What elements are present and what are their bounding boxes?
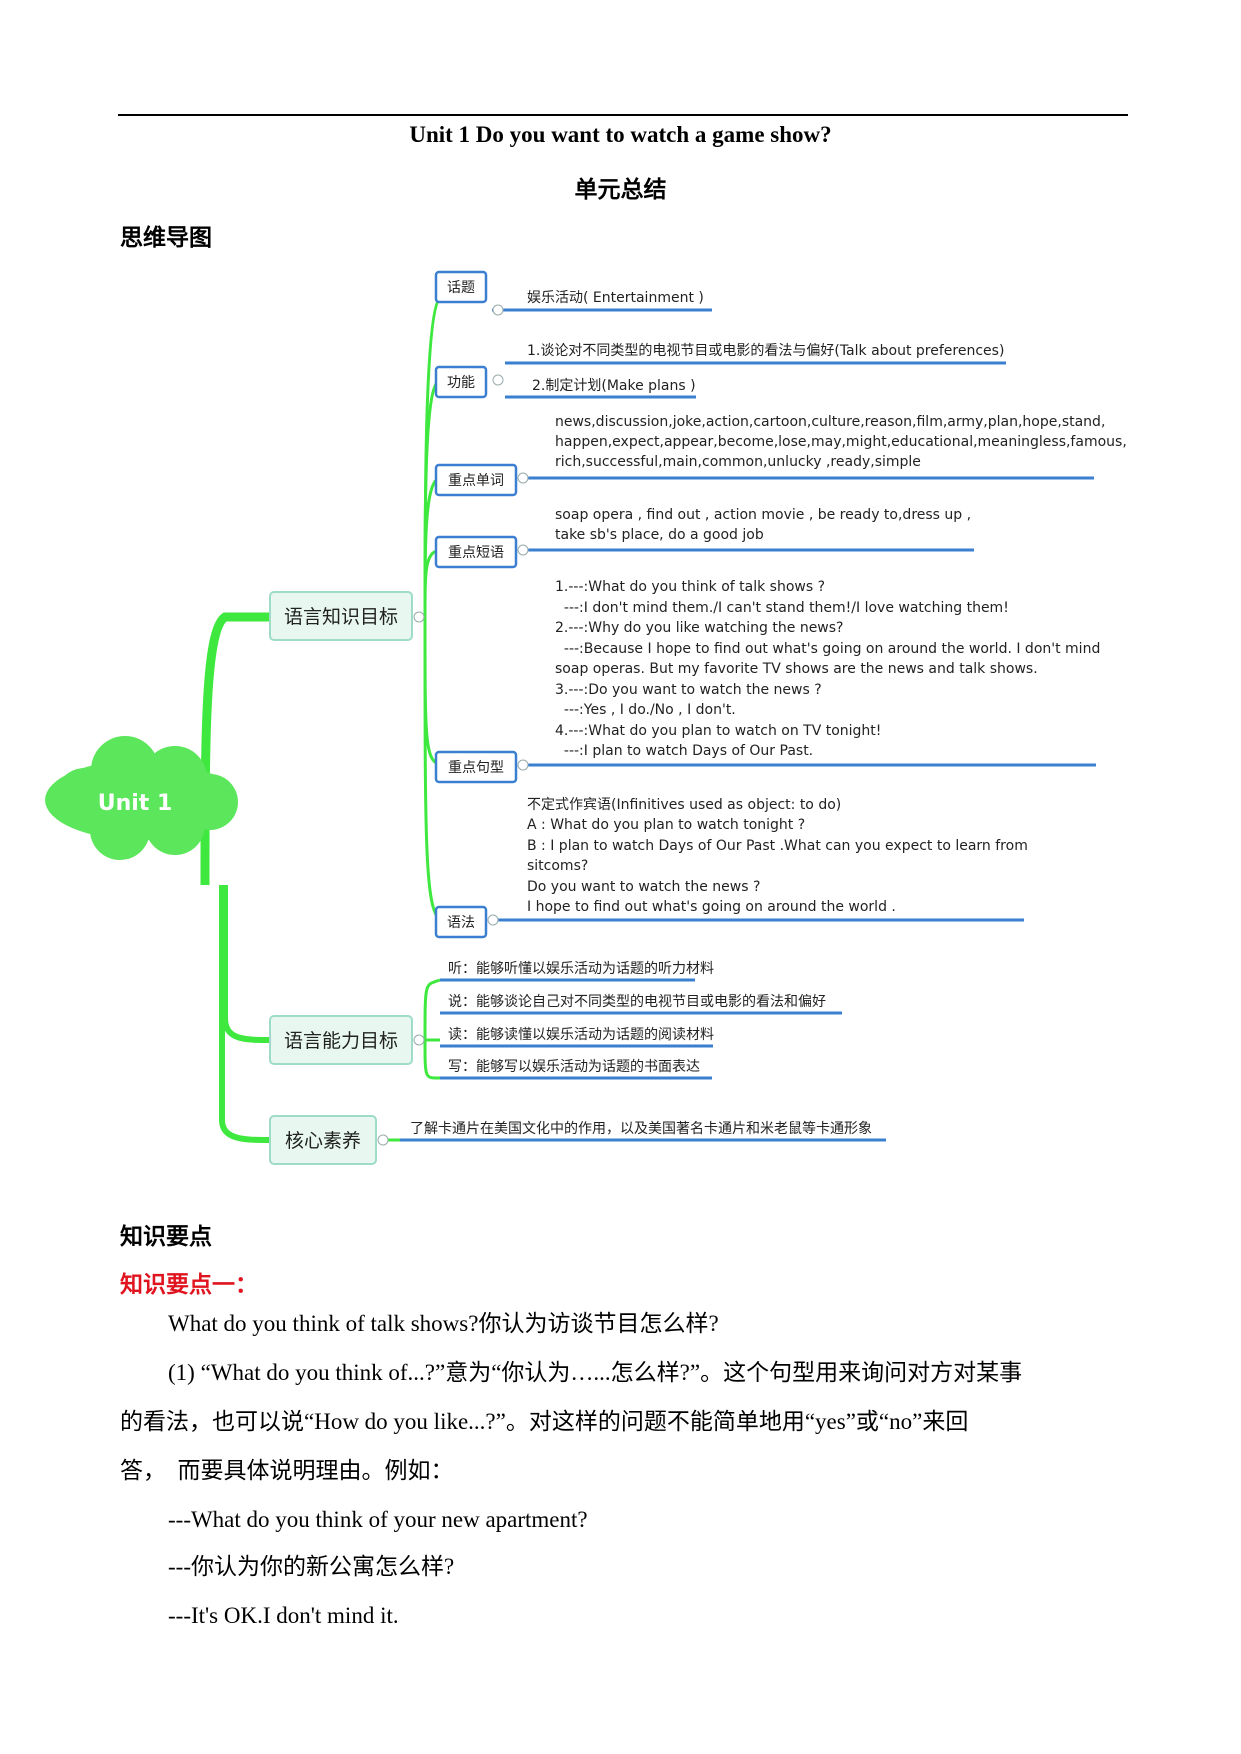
mind-map: Unit 1 语言知识目标 语言能力目标 核心素养 话题 功能 重点单词 重点短… (45, 270, 1127, 1165)
phrases-text-2: take sb's place, do a good job (555, 527, 764, 543)
example-line2: ---你认为你的新公寓怎么样? (168, 1554, 455, 1579)
grammar-text-5: Do you want to watch the news ? (527, 879, 760, 895)
sentences-text-9: ---:I plan to watch Days of Our Past. (555, 743, 813, 759)
sentences-text-3: 2.---:Why do you like watching the news? (555, 620, 843, 636)
root-cloud: Unit 1 (45, 736, 238, 860)
example-line1: ---What do you think of your new apartme… (168, 1507, 588, 1532)
sentences-text-6: 3.---:Do you want to watch the news ? (555, 682, 822, 698)
para1-line2: 的看法，也可以说“How do you like...?”。对这样的问题不能简单… (120, 1409, 969, 1434)
sentences-text-8: 4.---:What do you plan to watch on TV to… (555, 723, 881, 739)
sentences-text-2: ---:I don't mind them./I can't stand the… (555, 600, 1009, 616)
function-text-1: 1.谈论对不同类型的电视节目或电影的看法与偏好(Talk about prefe… (527, 343, 1004, 359)
node-topic-label: 话题 (447, 280, 475, 296)
node-topic-box (434, 270, 488, 304)
point1-heading: 知识要点一： (120, 1272, 258, 1298)
example-line3: ---It's OK.I don't mind it. (168, 1603, 399, 1628)
collapse-handle (377, 1134, 389, 1146)
collapse-handle (517, 544, 529, 556)
function-text-2: 2.制定计划(Make plans ) (532, 378, 696, 394)
collapse-handle (487, 914, 499, 926)
branch-line (415, 978, 441, 1042)
ability-write: 写：能够写以娱乐活动为话题的书面表达 (448, 1059, 700, 1075)
branch-core-literacy: 核心素养 (269, 1115, 377, 1165)
node-grammar-box (434, 905, 488, 939)
root-label: Unit 1 (98, 791, 173, 816)
phrases-text-1: soap opera , find out , action movie , b… (555, 507, 971, 523)
topic-text: 娱乐活动( Entertainment ) (527, 290, 704, 306)
node-sentences-label: 重点句型 (448, 760, 504, 776)
collapse-handle (517, 472, 529, 484)
branch-line (423, 616, 441, 767)
trunk-line (200, 612, 270, 886)
grammar-text-4: sitcoms? (527, 858, 588, 874)
ability-read: 读：能够读懂以娱乐活动为话题的阅读材料 (448, 1026, 714, 1043)
trunk-line (222, 885, 271, 1043)
vocab-text-2: happen,expect,appear,become,lose,may,mig… (555, 434, 1127, 450)
page-title: Unit 1 Do you want to watch a game show? (409, 122, 832, 147)
trunk-line (219, 885, 271, 1143)
grammar-text-2: A : What do you plan to watch tonight ? (527, 817, 805, 833)
page-subtitle: 单元总结 (574, 177, 667, 203)
grammar-text-1: 不定式作宾语(Infinitives used as object: to do… (527, 797, 841, 813)
para1-line1: (1) “What do you think of...?”意为“你认为…...… (168, 1360, 1023, 1385)
para1-line3: 答， 而要具体说明理由。例如： (120, 1458, 454, 1483)
header-rule (118, 114, 1128, 116)
svg-text:核心素养: 核心素养 (285, 1130, 361, 1152)
grammar-text-3: B : I plan to watch Days of Our Past .Wh… (527, 838, 1028, 854)
core-text: 了解卡通片在美国文化中的作用，以及美国著名卡通片和米老鼠等卡通形象 (410, 1120, 872, 1137)
sentences-text-4: ---:Because I hope to find out what's go… (555, 641, 1100, 657)
collapse-handle (413, 1034, 425, 1046)
svg-text:语言知识目标: 语言知识目标 (284, 606, 398, 628)
node-sentences-box (434, 750, 518, 784)
collapse-handle (492, 304, 504, 316)
sentences-text-5: soap operas. But my favorite TV shows ar… (555, 661, 1038, 677)
point1-line: What do you think of talk shows?你认为访谈节目怎… (168, 1311, 719, 1336)
node-phrases-box (434, 535, 518, 569)
ability-speak: 说：能够谈论自己对不同类型的电视节目或电影的看法和偏好 (448, 994, 826, 1010)
svg-text:语言能力目标: 语言能力目标 (284, 1030, 398, 1052)
mindmap-heading: 思维导图 (120, 225, 212, 251)
vocab-text-1: news,discussion,joke,action,cartoon,cult… (555, 414, 1105, 430)
collapse-handle (517, 759, 529, 771)
branch-language-knowledge: 语言知识目标 (269, 591, 413, 641)
branch-line (423, 1039, 441, 1080)
collapse-handle (492, 374, 504, 386)
ability-listen: 听：能够听懂以娱乐活动为话题的听力材料 (448, 961, 714, 977)
node-function-box (434, 365, 488, 399)
sentences-text-7: ---:Yes , I do./No , I don't. (555, 702, 736, 718)
node-phrases-label: 重点短语 (448, 545, 504, 561)
node-vocab-label: 重点单词 (448, 473, 504, 489)
points-heading: 知识要点 (120, 1224, 212, 1250)
sentences-text-1: 1.---:What do you think of talk shows ? (555, 579, 825, 595)
grammar-text-6: I hope to find out what's going on aroun… (527, 899, 896, 915)
vocab-text-3: rich,successful,main,common,unlucky ,rea… (555, 454, 921, 470)
node-function-label: 功能 (447, 375, 475, 391)
collapse-handle (413, 611, 425, 623)
node-vocab-box (434, 463, 518, 497)
branch-language-ability: 语言能力目标 (269, 1015, 413, 1065)
node-grammar-label: 语法 (447, 915, 475, 931)
